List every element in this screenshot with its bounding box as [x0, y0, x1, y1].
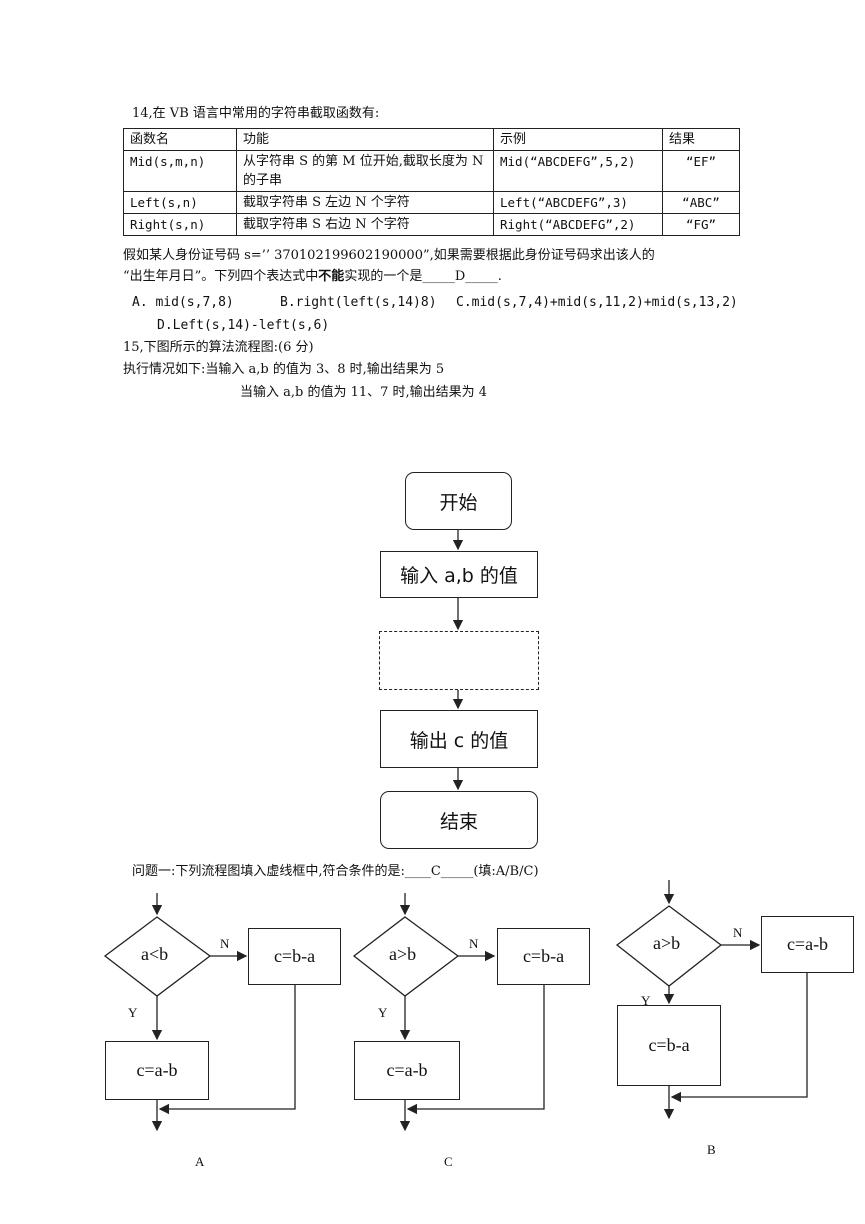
option-a-yes-box-label: c=a-b — [136, 1060, 178, 1080]
q14-question-bold: 不能 — [318, 269, 345, 284]
option-c-no-label: N — [469, 936, 479, 951]
option-a-no-box: c=b-a — [248, 928, 341, 985]
q14-question-line2: “出生年月日”。下列四个表达式中不能实现的一个是_____D_____. — [123, 267, 502, 287]
q15-title: 15,下图所示的算法流程图:(6 分) — [123, 340, 314, 355]
flow-input-box: 输入 a,b 的值 — [380, 551, 538, 598]
option-a-yes-label: Y — [128, 1005, 138, 1020]
table-cell: Mid(s,m,n) — [123, 150, 237, 192]
option-c-yes-box: c=a-b — [354, 1041, 460, 1100]
option-c-yes-box-label: c=a-b — [386, 1060, 428, 1080]
q14-option-c: C.mid(s,7,4)+mid(s,11,2)+mid(s,13,2) — [456, 295, 738, 310]
option-a-caption: A — [195, 1154, 205, 1169]
q14-question-part: 实现的一个是_____D_____. — [344, 269, 502, 284]
option-b-condition: a>b — [653, 933, 681, 953]
option-a-no-label: N — [220, 936, 230, 951]
option-b-no-box-label: c=a-b — [786, 934, 829, 954]
option-c-merge-arrow — [406, 985, 545, 1115]
flow-output-box: 输出 c 的值 — [380, 710, 538, 768]
option-c-caption: C — [444, 1154, 453, 1169]
option-a-merge-arrow — [158, 985, 296, 1115]
table-row: Mid(s,m,n) 从字符串 S 的第 M 位开始,截取长度为 N 的子串 M… — [123, 150, 740, 192]
flow-output-label: 输出 c 的值 — [409, 729, 509, 752]
q14-option-b: B.right(left(s,14)8) — [280, 295, 437, 310]
option-b-merge-arrow — [670, 973, 808, 1103]
option-c-condition: a>b — [389, 944, 417, 964]
flow-input-label: 输入 a,b 的值 — [400, 565, 518, 587]
option-b-yes-box-label: c=b-a — [648, 1035, 690, 1055]
option-c-no-box-label: c=b-a — [522, 946, 565, 966]
option-b-caption: B — [707, 1142, 716, 1157]
option-a-yes-box: c=a-b — [105, 1041, 209, 1100]
option-b-no-label: N — [733, 925, 743, 940]
option-b-yes-label: Y — [641, 993, 651, 1008]
option-c-yes-label: Y — [378, 1005, 388, 1020]
flow-end-label: 结束 — [439, 810, 478, 833]
table-cell: 截取字符串 S 右边 N 个字符 — [236, 213, 494, 236]
table-header-row: 函数名 功能 示例 结果 — [123, 128, 740, 151]
table-cell: Right(s,n) — [123, 213, 237, 236]
option-a-condition: a<b — [141, 944, 169, 964]
table-cell: 截取字符串 S 左边 N 个字符 — [236, 191, 494, 214]
flow-end-terminal: 结束 — [380, 791, 538, 849]
q14-intro: 14,在 VB 语言中常用的字符串截取函数有: — [132, 106, 380, 121]
table-cell: “FG” — [662, 213, 740, 236]
option-b-yes-box: c=b-a — [617, 1005, 721, 1086]
problem1-text: 问题一:下列流程图填入虚线框中,符合条件的是:____C_____(填:A/B/… — [132, 864, 539, 879]
q14-question-line1: 假如某人身份证号码 s=’’ 370102199602190000”,如果需要根… — [123, 248, 655, 263]
flow-start-terminal: 开始 — [405, 472, 512, 530]
table-row: Right(s,n) 截取字符串 S 右边 N 个字符 Right(“ABCDE… — [123, 213, 740, 236]
q14-question-part: “出生年月日”。下列四个表达式中 — [123, 269, 319, 284]
option-b-no-box: c=a-b — [761, 916, 854, 973]
q15-exec-line2: 当输入 a,b 的值为 11、7 时,输出结果为 4 — [240, 385, 488, 400]
q15-exec-line1: 执行情况如下:当输入 a,b 的值为 3、8 时,输出结果为 5 — [123, 362, 445, 377]
function-table: 函数名 功能 示例 结果 Mid(s,m,n) 从字符串 S 的第 M 位开始,… — [123, 128, 740, 236]
flow-blank-dashed-box — [379, 631, 539, 690]
q14-option-d: D.Left(s,14)-left(s,6) — [157, 318, 330, 333]
table-cell: “ABC” — [662, 191, 740, 214]
q14-option-a: A. mid(s,7,8) — [132, 295, 234, 310]
table-cell: 从字符串 S 的第 M 位开始,截取长度为 N 的子串 — [236, 150, 494, 192]
flow-start-label: 开始 — [439, 491, 478, 514]
table-cell: Mid(“ABCDEFG”,5,2) — [493, 150, 663, 192]
option-c-no-box: c=b-a — [497, 928, 590, 985]
option-a-no-box-label: c=b-a — [273, 946, 316, 966]
